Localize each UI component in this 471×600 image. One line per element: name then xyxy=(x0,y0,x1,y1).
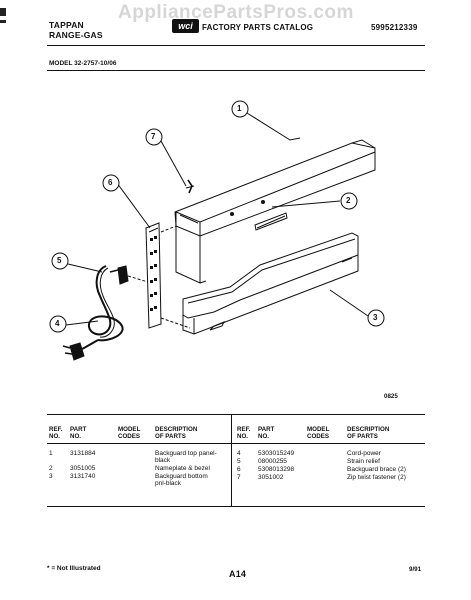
header-description: DESCRIPTION OF PARTS xyxy=(155,426,198,440)
header-part: PART NO. xyxy=(70,426,87,440)
not-illustrated-note: * = Not Illustrated xyxy=(47,565,101,572)
binder-mark xyxy=(0,8,6,16)
table-bottom-rule xyxy=(47,506,425,507)
description: Cord-power xyxy=(347,450,381,457)
description: Backguard top panel- xyxy=(155,450,217,457)
description: Backguard brace (2) xyxy=(347,466,406,473)
nameplate-bezel xyxy=(254,212,288,231)
backguard-brace xyxy=(145,222,162,329)
header-model-codes-right: MODEL CODES xyxy=(307,426,330,440)
header-model-codes: MODEL CODES xyxy=(118,426,141,440)
logo-text: wci xyxy=(178,21,193,31)
part-no: 08000255 xyxy=(258,458,287,465)
callout-2: 2 xyxy=(346,196,351,205)
header-part-right: PART NO. xyxy=(258,426,275,440)
header-ref: REF. NO. xyxy=(49,426,63,440)
ref-no: 2 xyxy=(49,465,53,472)
ref-no: 4 xyxy=(237,450,241,457)
table-divider xyxy=(231,414,232,506)
ref-no: 1 xyxy=(49,450,53,457)
ref-no: 6 xyxy=(237,466,241,473)
power-cord xyxy=(62,265,129,361)
part-no: 5308013298 xyxy=(258,466,295,473)
callout-6: 6 xyxy=(108,178,113,187)
part-no: 3131740 xyxy=(70,473,96,480)
backguard-bottom-panel xyxy=(182,232,359,335)
callout-3: 3 xyxy=(373,313,378,322)
brand-line-2: RANGE-GAS xyxy=(49,30,103,40)
description: Nameplate & bezel xyxy=(155,465,210,472)
callout-4: 4 xyxy=(55,319,60,328)
description: Zip twist fastener (2) xyxy=(347,474,406,481)
binder-mark xyxy=(0,20,6,23)
model-rule xyxy=(47,70,425,71)
page-number: A14 xyxy=(229,569,247,579)
callout-1: 1 xyxy=(237,104,242,113)
description: Strain relief xyxy=(347,458,380,465)
part-no: 5303015249 xyxy=(258,450,295,457)
ref-no: 5 xyxy=(237,458,241,465)
description-cont: black xyxy=(155,457,171,464)
figure-code: 0825 xyxy=(384,393,398,400)
callout-7: 7 xyxy=(151,132,156,141)
header-rule xyxy=(47,45,425,46)
catalog-date: 9/91 xyxy=(409,566,422,573)
callout-5: 5 xyxy=(57,256,62,265)
ref-no: 3 xyxy=(49,473,53,480)
description-cont: pnl-black xyxy=(155,480,182,487)
header-ref-right: REF. NO. xyxy=(237,426,251,440)
part-no: 3051005 xyxy=(70,465,96,472)
description: Backguard bottom xyxy=(155,473,208,480)
wci-logo: wci xyxy=(172,19,199,33)
part-no: 3051002 xyxy=(258,474,284,481)
catalog-title: FACTORY PARTS CATALOG xyxy=(202,23,314,32)
model-number: MODEL 32-2757-10/06 xyxy=(49,60,117,67)
header-description-right: DESCRIPTION OF PARTS xyxy=(347,426,390,440)
zip-twist-fastener xyxy=(185,179,195,194)
catalog-number: 5995212339 xyxy=(371,23,418,32)
ref-no: 7 xyxy=(237,474,241,481)
part-no: 3131884 xyxy=(70,450,96,457)
table-top-rule xyxy=(47,414,425,415)
table-header-rule xyxy=(47,443,425,444)
brand-line-1: TAPPAN xyxy=(49,20,84,30)
